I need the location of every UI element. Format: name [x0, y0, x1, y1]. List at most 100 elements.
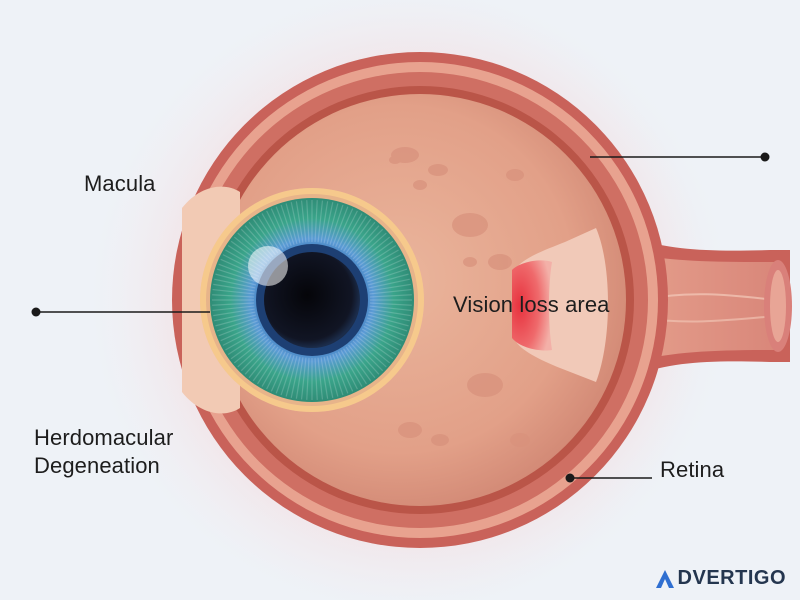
iris-striation — [350, 342, 380, 375]
iris-striation — [358, 240, 394, 267]
dot-retina — [565, 473, 575, 483]
iris-striation — [369, 305, 412, 312]
iris-striation — [369, 294, 412, 298]
iris-striation — [329, 354, 344, 396]
iris-striation — [280, 354, 295, 396]
iris-striation — [218, 320, 259, 337]
iris-striation — [214, 278, 256, 289]
iris-striation — [343, 215, 367, 252]
label-condition-line2: Degeneation — [34, 453, 160, 478]
iris-striation — [352, 228, 384, 260]
iris-striation — [366, 268, 408, 283]
iris-striation — [356, 336, 391, 364]
retina-spots — [389, 147, 530, 447]
iris-striation — [237, 338, 270, 368]
iris-striation — [340, 213, 363, 251]
iris-striation — [314, 200, 318, 243]
iris-striation — [213, 283, 255, 292]
iris-striation — [345, 218, 372, 254]
iris-striation — [329, 204, 344, 246]
iris-striation — [364, 323, 404, 342]
iris-striation — [367, 314, 409, 327]
label-condition-line1: Herdomacular — [34, 425, 174, 450]
iris-striation — [317, 200, 324, 243]
iris-striation — [337, 210, 358, 249]
iris-striation — [368, 278, 410, 289]
iris-striation — [233, 336, 268, 364]
iris-striation — [337, 351, 358, 390]
iris-striation — [354, 338, 387, 368]
iris-striation — [220, 323, 260, 342]
iris-striation — [285, 355, 298, 397]
iris-striation — [285, 203, 298, 245]
iris-striation — [214, 311, 256, 322]
iris-striation — [354, 232, 387, 262]
iris-striation — [348, 344, 376, 379]
brand-name: DVERTIGO — [677, 567, 786, 589]
iris-striation — [364, 258, 404, 277]
iris-striation — [320, 357, 329, 399]
iris-striation — [261, 213, 284, 251]
iris-striation — [368, 311, 410, 322]
iris-striation — [295, 357, 304, 399]
label-vision-loss: Vision loss area — [453, 292, 610, 317]
iris-striation — [266, 210, 287, 249]
iris-striation — [230, 333, 266, 360]
iris-striation — [323, 202, 334, 244]
iris-striation — [323, 356, 334, 398]
iris-striation — [252, 346, 279, 382]
iris-striation — [244, 342, 274, 375]
iris-striation — [290, 202, 301, 244]
iris-striation — [240, 340, 272, 372]
iris-striation — [275, 206, 292, 247]
iris-striation — [290, 356, 301, 398]
dot-macula-pointer — [760, 152, 770, 162]
label-macula: Macula — [84, 171, 156, 196]
iris-striation — [340, 349, 363, 387]
iris-striation — [227, 331, 264, 355]
iris-striation — [317, 357, 324, 400]
iris-striation — [326, 355, 339, 397]
iris-striation — [222, 325, 261, 346]
iris-striation — [306, 357, 310, 400]
iris-striation — [212, 294, 255, 298]
iris-striation — [366, 317, 408, 332]
iris-striation — [213, 308, 255, 317]
iris-striation — [257, 215, 281, 252]
iris-striation — [300, 357, 307, 400]
iris-striation — [306, 200, 310, 243]
iris-striation — [216, 317, 258, 332]
label-retina: Retina — [660, 457, 725, 482]
iris-striation — [361, 249, 399, 272]
iris-striation — [216, 268, 258, 283]
iris-striation — [350, 225, 380, 258]
iris-striation — [365, 320, 406, 337]
iris-striation — [343, 348, 367, 385]
iris-striation — [360, 245, 397, 269]
brand-logo-icon — [655, 569, 674, 588]
iris-striation — [215, 273, 257, 286]
iris-striation — [335, 208, 354, 248]
iris-striation — [215, 314, 257, 327]
iris-striation — [248, 344, 276, 379]
iris-striation — [335, 352, 354, 392]
iris-striation — [275, 353, 292, 394]
iris-striation — [314, 357, 318, 400]
eye-front — [200, 188, 424, 412]
iris-striation — [326, 203, 339, 245]
iris-striation — [212, 305, 255, 312]
iris-striation — [212, 288, 255, 295]
iris-striation — [212, 302, 255, 306]
iris-striation — [352, 340, 384, 372]
iris-striation — [369, 283, 411, 292]
iris-striation — [358, 333, 394, 360]
iris-striation — [369, 308, 411, 317]
iris-striation — [270, 208, 289, 248]
iris-striation — [369, 288, 412, 295]
iris-striation — [356, 236, 391, 264]
iris-striation — [280, 204, 295, 246]
iris-striation — [332, 206, 349, 247]
iris-striation — [363, 325, 402, 346]
